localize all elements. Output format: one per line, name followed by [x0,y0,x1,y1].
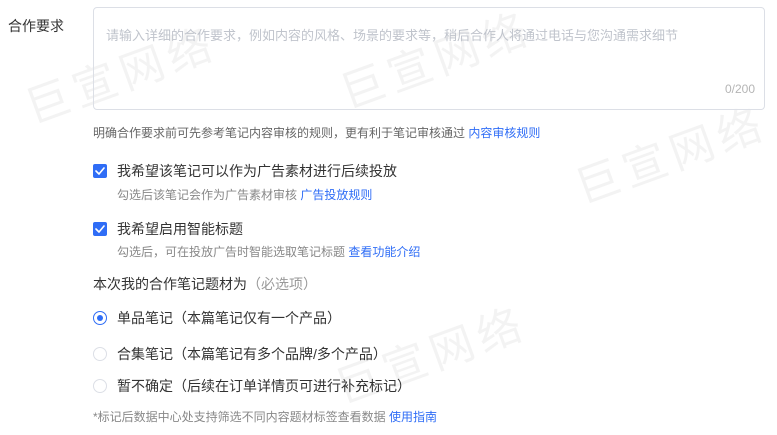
review-rules-link[interactable]: 内容审核规则 [468,126,541,140]
required-tag: （必选项） [247,276,317,292]
check-icon [95,167,105,175]
char-counter: 0/200 [724,82,755,96]
radio-label: 合集笔记（本篇笔记有多个品牌/多个产品） [117,346,387,362]
radio-label: 暂不确定（后续在订单详情页可进行补充标记） [117,378,411,394]
review-hint-text: 明确合作要求前可先参考笔记内容审核的规则，更有利于笔记审核通过 [93,126,466,140]
ad-rules-link[interactable]: 广告投放规则 [300,188,373,202]
radio-collection[interactable]: 合集笔记（本篇笔记有多个品牌/多个产品） [93,344,387,364]
radio-single-product[interactable]: 单品笔记（本篇笔记仅有一个产品） [93,308,341,328]
radio-circle[interactable] [93,379,107,393]
smart-title-hint: 勾选后，可在投放广告时智能选取笔记标题 查看功能介绍 [117,243,420,260]
ad-material-checkbox[interactable] [93,164,107,178]
usage-guide-link[interactable]: 使用指南 [389,410,438,424]
radio-circle[interactable] [93,347,107,361]
smart-title-hint-text: 勾选后，可在投放广告时智能选取笔记标题 [117,245,346,259]
requirement-label: 合作要求 [8,18,64,34]
ad-material-option: 我希望该笔记可以作为广告素材进行后续投放 [93,161,397,181]
material-title-text: 本次我的合作笔记题材为 [93,276,247,292]
radio-label: 单品笔记（本篇笔记仅有一个产品） [117,310,341,326]
radio-circle[interactable] [93,311,107,325]
ad-material-hint: 勾选后该笔记会作为广告素材审核 广告投放规则 [117,186,372,203]
footnote: *标记后数据中心处支持筛选不同内容题材标签查看数据 使用指南 [93,408,437,425]
feature-intro-link[interactable]: 查看功能介绍 [348,245,421,259]
ad-material-label: 我希望该笔记可以作为广告素材进行后续投放 [117,163,397,179]
requirement-textarea-wrap: 0/200 [93,7,765,110]
footnote-text: *标记后数据中心处支持筛选不同内容题材标签查看数据 [93,410,386,424]
smart-title-option: 我希望启用智能标题 [93,219,243,239]
review-hint: 明确合作要求前可先参考笔记内容审核的规则，更有利于笔记审核通过 内容审核规则 [93,124,540,141]
check-icon [95,225,105,233]
ad-material-hint-text: 勾选后该笔记会作为广告素材审核 [117,188,298,202]
smart-title-label: 我希望启用智能标题 [117,221,243,237]
smart-title-checkbox[interactable] [93,222,107,236]
radio-undecided[interactable]: 暂不确定（后续在订单详情页可进行补充标记） [93,376,411,396]
requirement-textarea[interactable] [94,8,764,109]
material-section-title: 本次我的合作笔记题材为（必选项） [93,274,317,294]
